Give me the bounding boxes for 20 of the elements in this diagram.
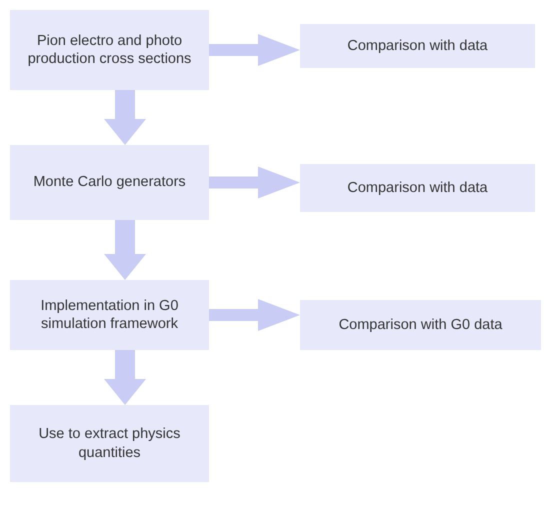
box-label: Implementation in G0 simulation framework	[40, 296, 180, 334]
process-box	[10, 145, 209, 220]
process-box	[300, 24, 535, 68]
process-box	[10, 10, 209, 90]
box-label: Pion electro and photo production cross sections	[26, 32, 192, 68]
box-label: Comparison with data	[347, 178, 488, 198]
block-arrow	[209, 34, 300, 66]
process-box	[10, 280, 209, 350]
block-arrow	[104, 220, 146, 280]
process-box	[300, 164, 535, 212]
box-label: Comparison with data	[347, 36, 488, 56]
block-arrow	[209, 299, 300, 331]
box-label: Comparison with G0 data	[338, 316, 502, 334]
block-arrow	[104, 90, 146, 145]
process-box	[300, 300, 541, 350]
block-arrow	[209, 166, 300, 198]
box-label: Monte Carlo generators	[33, 173, 186, 192]
block-arrow	[104, 350, 146, 405]
box-label: Use to extract physics quantities	[38, 425, 182, 462]
process-box	[10, 405, 209, 482]
